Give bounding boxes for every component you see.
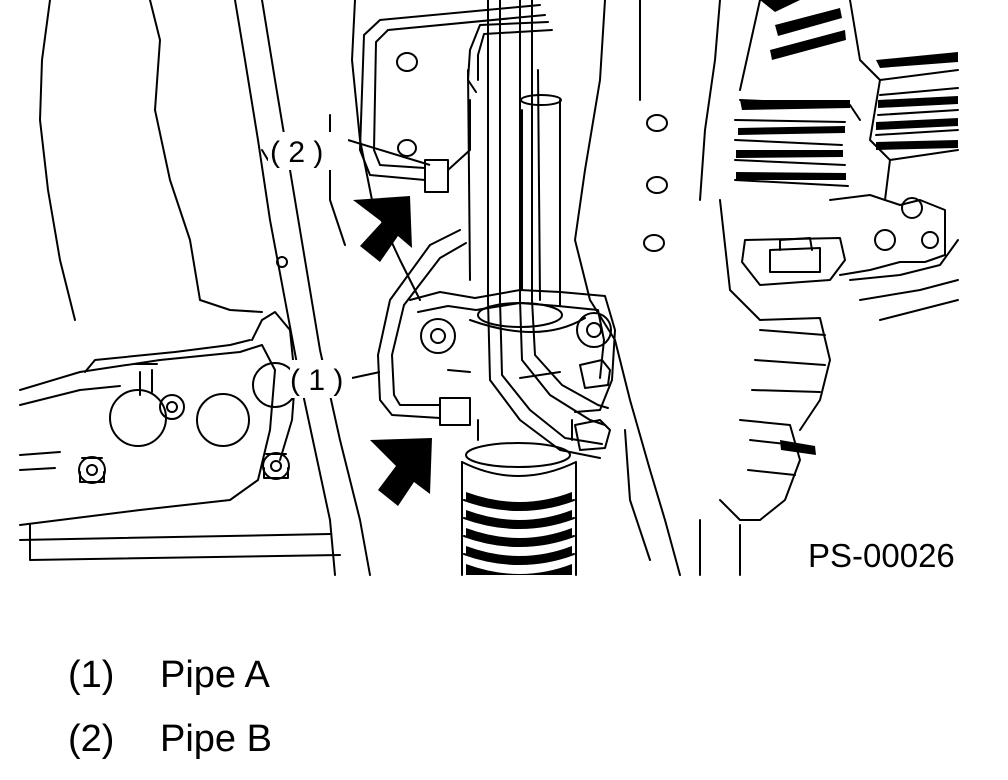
pipe-fitting bbox=[574, 359, 611, 451]
strut-coils bbox=[736, 0, 958, 455]
legend-label: Pipe B bbox=[160, 718, 272, 760]
bolt bbox=[262, 452, 290, 480]
gearbox-flange bbox=[409, 289, 616, 413]
rack-boot-fill bbox=[466, 492, 572, 575]
legend-item: (2) Pipe B bbox=[68, 716, 272, 780]
tie-rod-end bbox=[699, 0, 959, 576]
strut bbox=[849, 0, 959, 201]
arrow-icon bbox=[370, 438, 432, 506]
callout-leaders bbox=[347, 139, 431, 379]
arrow-icon bbox=[353, 196, 412, 262]
bolt bbox=[134, 363, 185, 420]
legend-label: Pipe A bbox=[160, 654, 270, 696]
figure-code: PS-00026 bbox=[808, 537, 955, 574]
callout-1-label-bg bbox=[290, 360, 352, 398]
bolt bbox=[78, 456, 106, 484]
steering-shaft bbox=[467, 69, 562, 306]
legend-number: (1) bbox=[68, 654, 115, 696]
body-panel-right bbox=[574, 0, 681, 576]
crossmember-left bbox=[19, 311, 341, 561]
legend-number: (2) bbox=[68, 718, 115, 760]
legend: (1) Pipe A (2) Pipe B bbox=[68, 652, 272, 780]
pipe-a bbox=[377, 229, 471, 426]
steering-gearbox-diagram: ( 2 ) ( 1 ) PS-00026 bbox=[19, 0, 959, 576]
body-panel-left bbox=[39, 0, 371, 576]
pipe-b bbox=[359, 4, 553, 193]
legend-item: (1) Pipe A bbox=[68, 652, 272, 716]
callout-2-label-bg bbox=[268, 132, 348, 170]
callout-2: ( 2 ) bbox=[270, 136, 323, 169]
pipe-bundle bbox=[487, 0, 609, 459]
callout-1: ( 1 ) bbox=[290, 364, 343, 397]
